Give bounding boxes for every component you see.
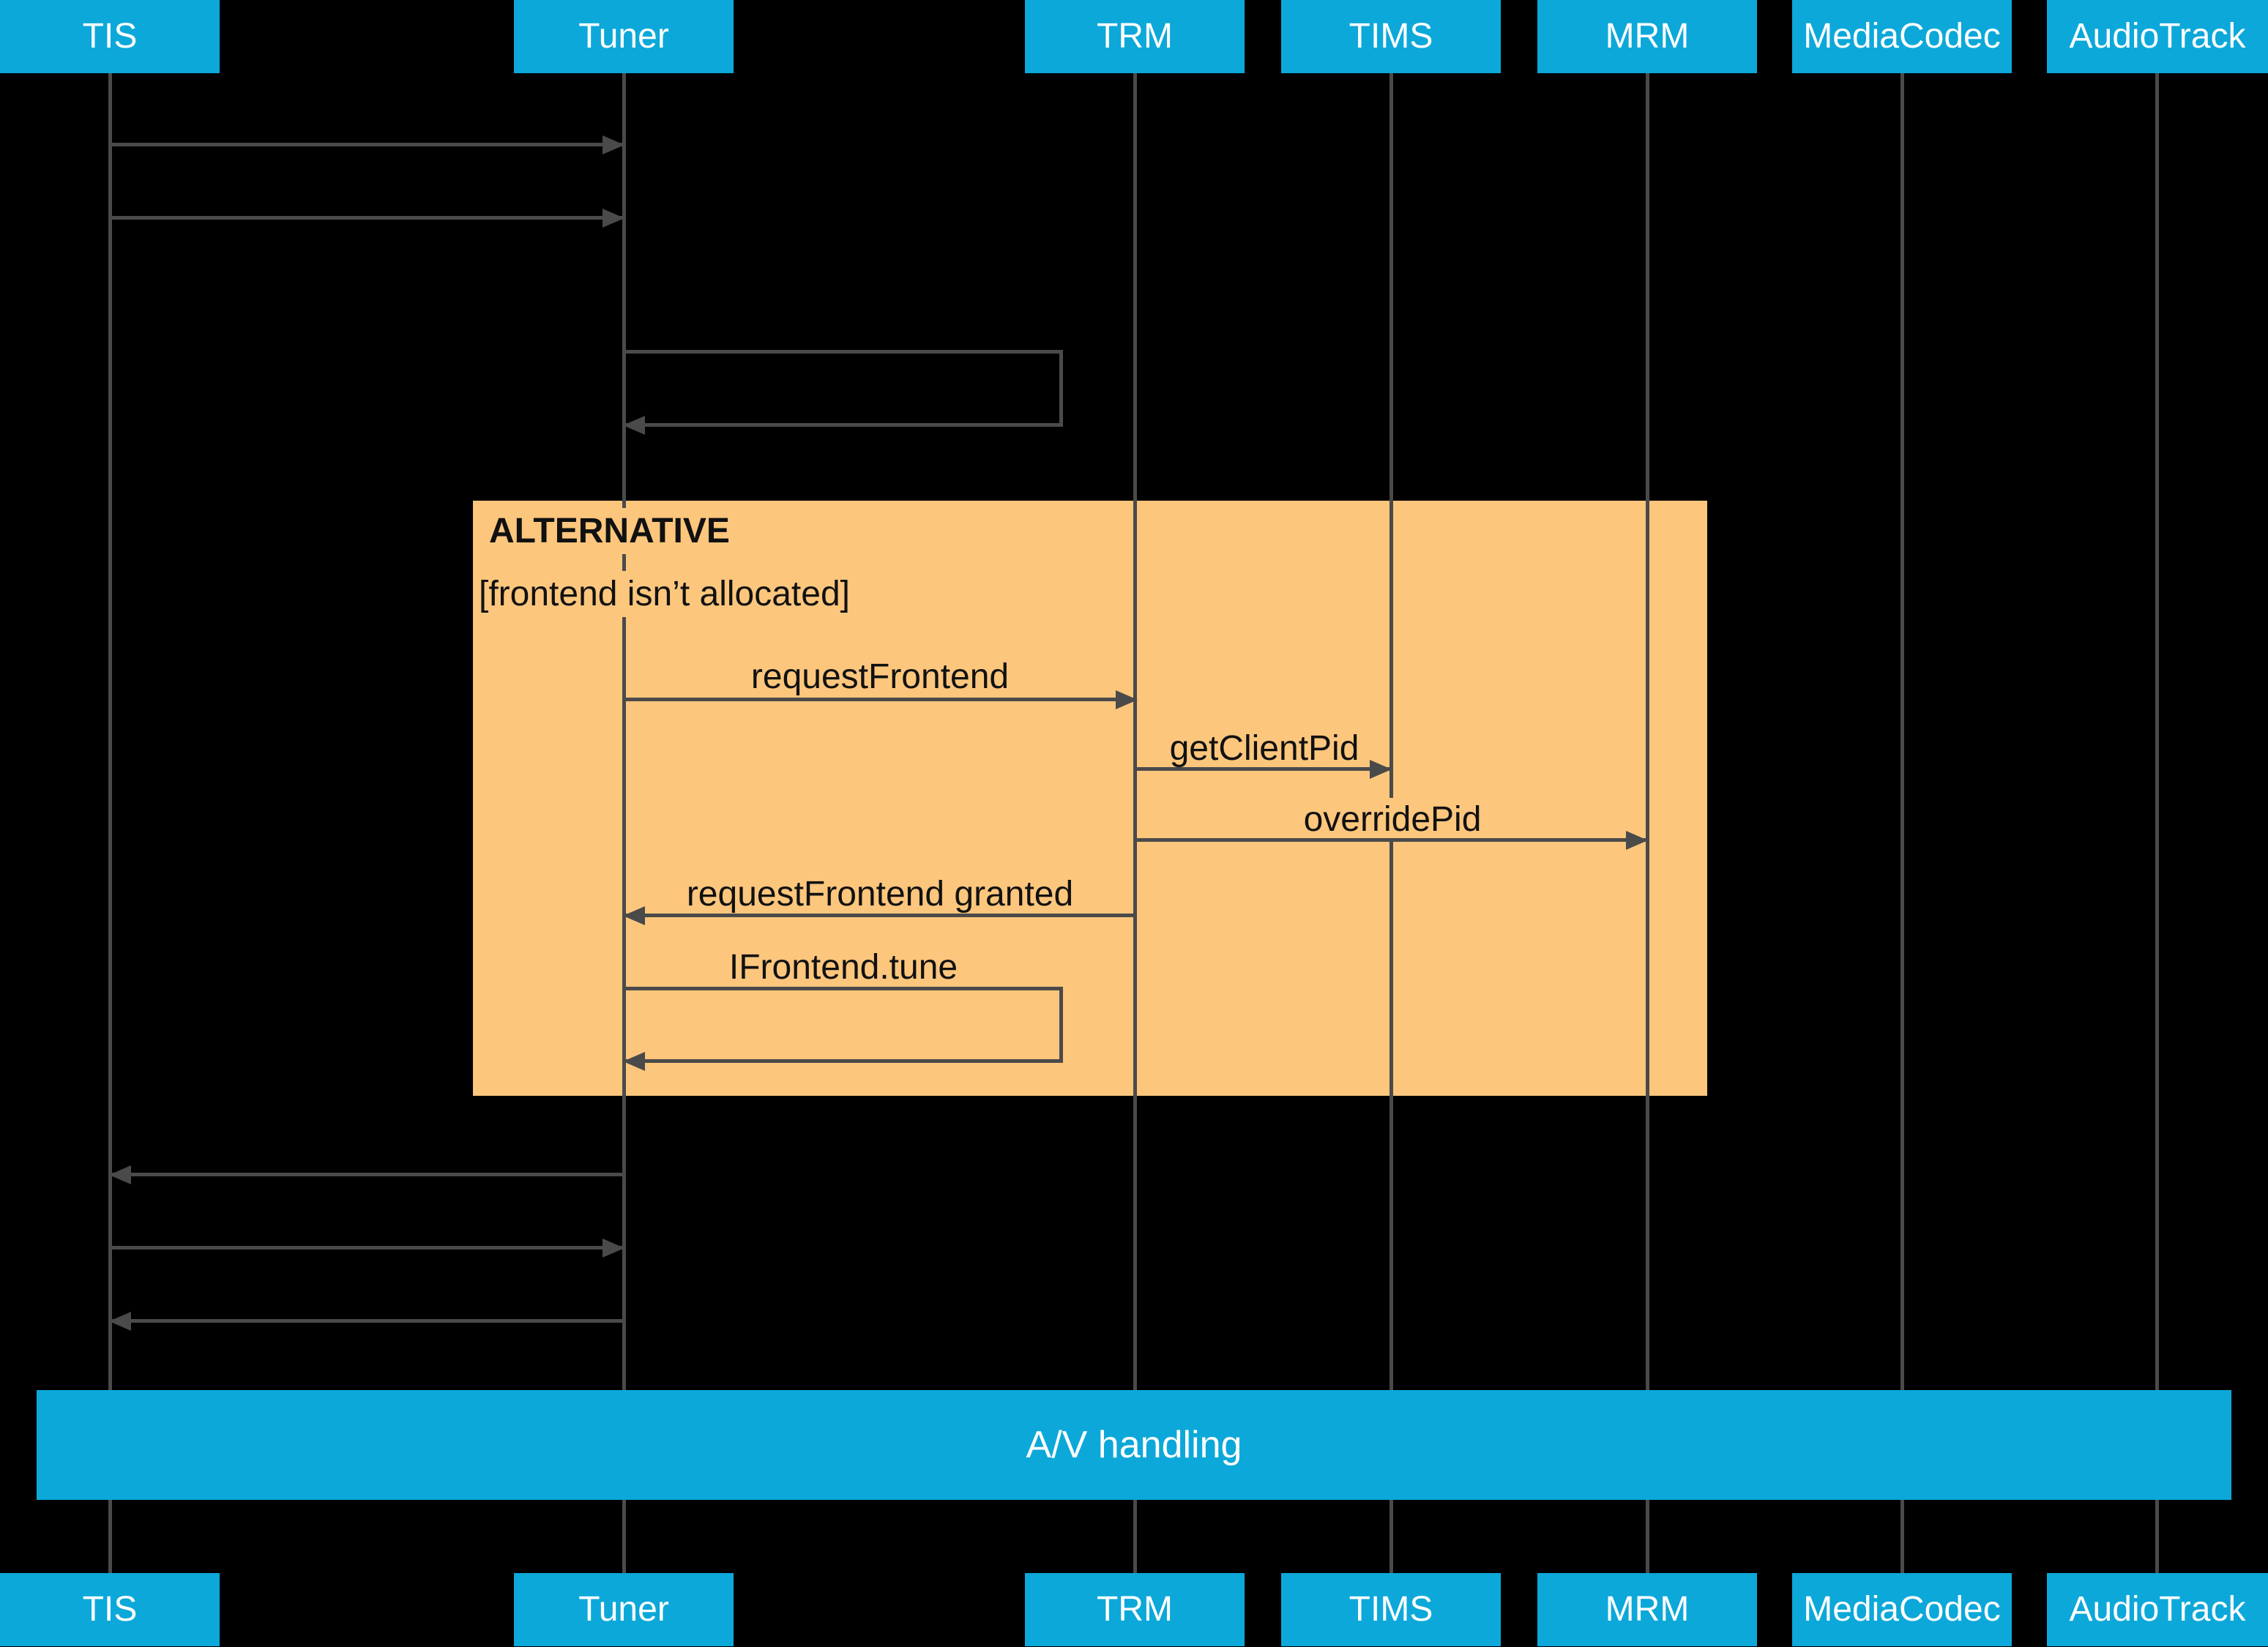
self-call-top-line-1 bbox=[624, 350, 1063, 354]
lifeline-mediacodec bbox=[1900, 73, 1904, 1573]
lifeline-tuner bbox=[622, 73, 626, 1573]
participant-bottom-tuner: Tuner bbox=[514, 1573, 734, 1646]
alt-fragment-condition: [frontend isn’t allocated] bbox=[477, 571, 860, 617]
message-arrow-request-frontend bbox=[624, 698, 1137, 701]
message-arrow-get-client-pid bbox=[1135, 767, 1391, 771]
message-label-override-pid: overridePid bbox=[1291, 798, 1493, 841]
message-arrow-tis-to-tuner-2 bbox=[110, 216, 624, 220]
participant-top-mediacodec: MediaCodec bbox=[1792, 0, 2012, 73]
lifeline-tis bbox=[108, 73, 112, 1573]
self-call-right-line-1 bbox=[1059, 350, 1063, 427]
message-arrow-override-pid bbox=[1135, 838, 1647, 842]
participant-bottom-mrm: MRM bbox=[1537, 1573, 1757, 1646]
participant-top-trm: TRM bbox=[1025, 0, 1245, 73]
participant-bottom-tims: TIMS bbox=[1281, 1573, 1501, 1646]
self-call-right-line-2 bbox=[1059, 987, 1063, 1063]
lifeline-mrm bbox=[1646, 73, 1649, 1573]
participant-bottom-audiotrack: AudioTrack bbox=[2047, 1573, 2268, 1646]
self-call-return-arrow-1 bbox=[624, 423, 1063, 427]
message-arrow-tis-to-tuner-3 bbox=[110, 1246, 624, 1250]
lifeline-audiotrack bbox=[2155, 73, 2159, 1573]
message-label-request-frontend: requestFrontend bbox=[739, 655, 1021, 698]
participant-top-mrm: MRM bbox=[1537, 0, 1757, 73]
participant-top-audiotrack: AudioTrack bbox=[2047, 0, 2268, 73]
alt-fragment-title: ALTERNATIVE bbox=[488, 508, 740, 554]
participant-top-tims: TIMS bbox=[1281, 0, 1501, 73]
participant-bottom-tis: TIS bbox=[0, 1573, 220, 1646]
participant-top-tuner: Tuner bbox=[514, 0, 734, 73]
message-arrow-tuner-to-tis-2 bbox=[110, 1319, 624, 1323]
participant-bottom-mediacodec: MediaCodec bbox=[1792, 1573, 2012, 1646]
lifeline-trm bbox=[1133, 73, 1137, 1573]
self-call-top-line-2 bbox=[624, 987, 1063, 990]
message-label-request-frontend-granted: requestFrontend granted bbox=[674, 873, 1086, 916]
message-arrow-tuner-to-tis-1 bbox=[110, 1173, 624, 1176]
self-call-return-arrow-2 bbox=[624, 1059, 1063, 1063]
message-arrow-request-frontend-granted bbox=[624, 914, 1136, 917]
participant-top-tis: TIS bbox=[0, 0, 220, 73]
message-arrow-tis-to-tuner-1 bbox=[110, 143, 624, 146]
av-handling-bar: A/V handling bbox=[37, 1390, 2231, 1500]
message-label-ifrontend-tune: IFrontend.tune bbox=[717, 946, 970, 989]
message-label-get-client-pid: getClientPid bbox=[1157, 727, 1371, 770]
participant-bottom-trm: TRM bbox=[1025, 1573, 1245, 1646]
